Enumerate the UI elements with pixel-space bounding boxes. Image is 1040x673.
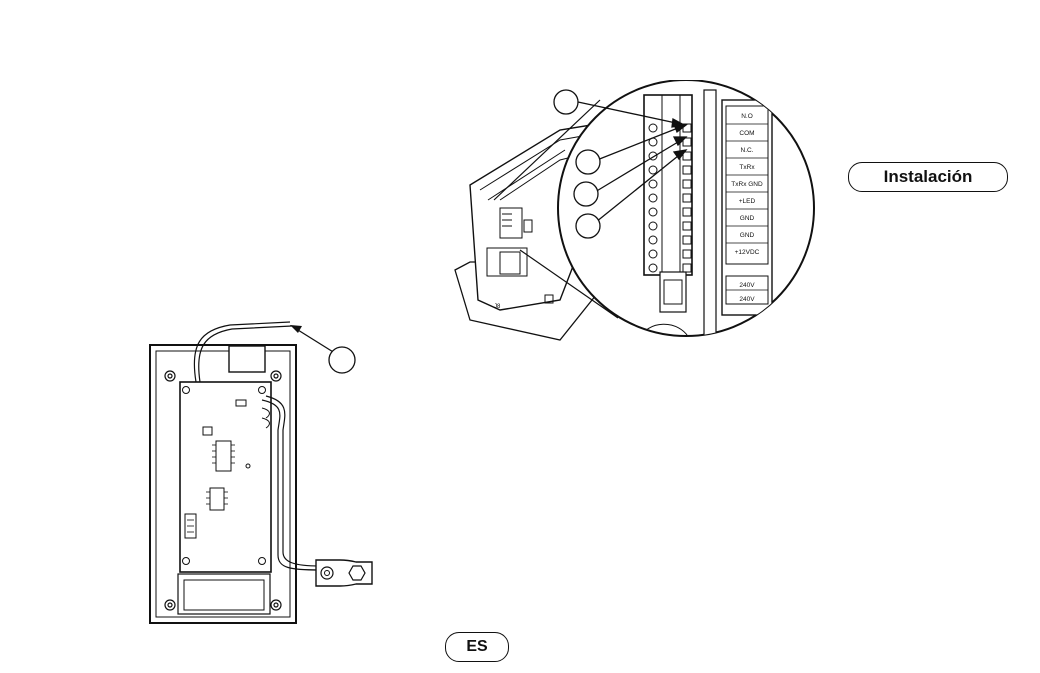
terminal-label: GND	[740, 232, 755, 239]
terminal-label: +LED	[739, 198, 756, 205]
terminal-label: N.C.	[741, 147, 754, 154]
connector-label: J8	[494, 304, 501, 310]
terminal-label: COM	[739, 130, 754, 137]
power-label: 240V	[739, 282, 755, 289]
terminal-label: N.O	[741, 113, 753, 120]
power-label: 240V	[739, 296, 755, 303]
terminal-label: GND	[740, 215, 755, 222]
language-badge: ES	[445, 632, 509, 662]
terminal-label: TxRx GND	[731, 181, 763, 188]
section-title-badge: Instalación	[848, 162, 1008, 192]
section-title-text: Instalación	[884, 167, 973, 187]
terminal-label: +12VDC	[735, 249, 760, 256]
terminal-label: TxRx	[739, 164, 755, 171]
keypad-pcb-illustration	[140, 310, 390, 640]
language-text: ES	[466, 638, 487, 656]
control-board-illustration: J8	[440, 80, 820, 350]
